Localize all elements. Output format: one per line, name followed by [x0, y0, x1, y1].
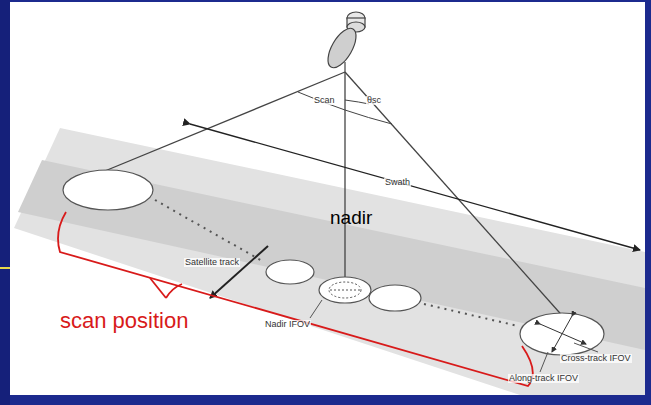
scan-label: Scan	[313, 96, 336, 105]
angle-label: θsc	[366, 96, 382, 105]
nadir-label: nadir	[330, 208, 372, 227]
ifov-label: Cross-track IFOV	[560, 354, 632, 363]
scan-position-label: scan position	[60, 310, 188, 332]
ifov-label: Nadir IFOV	[264, 320, 311, 329]
track-label: Satellite track	[184, 258, 240, 267]
swath-label: Swath	[384, 178, 411, 187]
ifov-label: Along-track IFOV	[508, 374, 579, 383]
